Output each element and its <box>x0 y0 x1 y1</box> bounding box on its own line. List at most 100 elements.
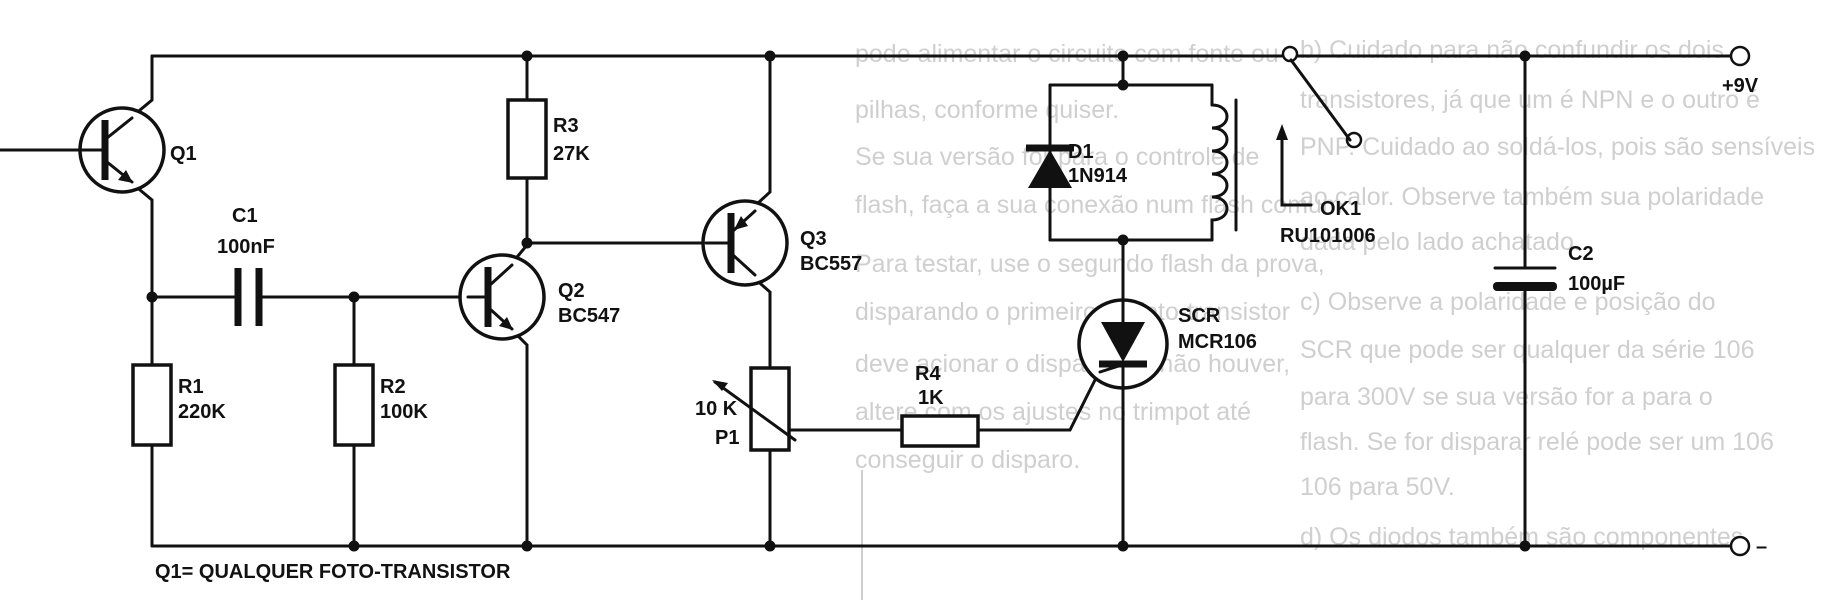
emitter-arrow-icon <box>734 216 748 230</box>
bg-right-line: b) Cuidado para não confundir os dois <box>1300 36 1724 64</box>
r1-value-label: 220K <box>178 401 226 423</box>
c1-value-label: 100nF <box>217 236 275 258</box>
resistor-r3: R3 27K <box>506 98 590 180</box>
r3-ref-label: R3 <box>553 115 579 137</box>
bg-right-line: 106 para 50V. <box>1300 473 1455 501</box>
background-right-column: b) Cuidado para não confundir os dois tr… <box>1300 36 1815 551</box>
transistor-collector-lead <box>731 253 757 277</box>
r3-value-label: 27K <box>553 143 590 165</box>
terminal-circle <box>1729 535 1751 557</box>
transistor-body <box>458 253 546 341</box>
scr-gate-wire <box>976 368 1102 432</box>
junction-dot <box>521 50 533 62</box>
junction-dot <box>1519 50 1531 62</box>
scr-triangle <box>1101 322 1145 362</box>
c1-ref-label: C1 <box>232 205 258 227</box>
positive-terminal: +9V <box>1722 45 1759 97</box>
bg-left-line: pode alimentar o circuito com fonte ou <box>855 40 1279 68</box>
resistor-r1: R1 220K <box>131 363 226 447</box>
bg-left-line: disparando o primeiro. O foto-transistor <box>855 298 1290 326</box>
capacitor-plate-curved <box>1493 282 1557 291</box>
transistor-body <box>78 106 166 194</box>
diode-d1: D1 1N914 <box>1026 141 1128 188</box>
bg-left-line: flash, faça a sua conexão num flash comu… <box>855 191 1350 219</box>
negative-terminal: – <box>1729 535 1767 558</box>
resistor-body <box>333 363 375 447</box>
q2-ref-label: Q2 <box>558 280 585 302</box>
junction-dot <box>521 540 533 552</box>
junction-dot <box>1117 540 1129 552</box>
emitter-arrow-icon <box>499 317 513 330</box>
q1-ref-label: Q1 <box>170 143 197 165</box>
junction-dot <box>521 237 533 249</box>
junction-dot <box>764 540 776 552</box>
background-text: pode alimentar o circuito com fonte ou p… <box>855 36 1815 600</box>
transistor-q3: Q3 BC557 <box>701 199 862 287</box>
junction-dot <box>1117 234 1129 246</box>
bg-right-line: flash. Se for disparar relé pode ser um … <box>1300 428 1774 456</box>
diode-triangle <box>1028 150 1072 188</box>
r2-ref-label: R2 <box>380 376 406 398</box>
emitter-arrow-icon <box>118 170 133 183</box>
relay-coil <box>1210 103 1229 227</box>
bg-right-line: dada pelo lado achatado. <box>1300 228 1581 256</box>
q3-value-label: BC557 <box>800 253 862 275</box>
p1-ref-label: P1 <box>715 427 739 449</box>
junction-dot <box>1117 50 1129 62</box>
bg-left-line: pilhas, conforme quiser. <box>855 96 1119 124</box>
bg-right-line: PNP. Cuidado ao soldá-los, pois são sens… <box>1300 133 1815 161</box>
actuator-arrow-icon <box>1276 124 1288 140</box>
transistor-collector-lead <box>105 116 134 140</box>
bg-right-line: c) Observe a polaridade e posição do <box>1300 288 1716 316</box>
bg-right-line: ao calor. Observe também sua polaridade <box>1300 183 1764 211</box>
junction-dot <box>146 291 158 303</box>
junction-dot <box>1117 79 1129 91</box>
c2-ref-label: C2 <box>1568 243 1594 265</box>
relay-ok1: OK1 RU101006 <box>1210 45 1376 247</box>
relay-value-label: RU101006 <box>1280 225 1376 247</box>
d1-value-label: 1N914 <box>1068 165 1128 187</box>
p1-value-label: 10 K <box>695 398 738 420</box>
bg-right-line: SCR que pode ser qualquer da série 106 <box>1300 336 1754 364</box>
scr-gate-lead <box>1098 362 1127 374</box>
resistor-body <box>900 414 980 448</box>
potentiometer-adjust-arrow <box>713 380 797 442</box>
footnote-label: Q1= QUALQUER FOTO-TRANSISTOR <box>155 561 511 583</box>
r4-value-label: 1K <box>918 387 944 409</box>
terminal-circle <box>1729 45 1751 67</box>
resistor-r4: R4 1K <box>900 363 980 448</box>
junction-dot <box>764 50 776 62</box>
transistor-q1: Q1 <box>78 106 197 194</box>
relay-contact-terminal <box>1345 131 1363 149</box>
junctions <box>146 50 1531 552</box>
relay-actuator-link <box>1280 133 1313 207</box>
q2-emitter-wire <box>506 324 529 548</box>
q3-ref-label: Q3 <box>800 228 827 250</box>
r1-ref-label: R1 <box>178 376 204 398</box>
junction-dot <box>348 540 360 552</box>
transistor-body <box>701 199 789 287</box>
q2-value-label: BC547 <box>558 305 620 327</box>
resistor-body <box>506 98 548 180</box>
scr-ref-label: SCR <box>1178 305 1221 327</box>
potentiometer-body <box>749 366 791 452</box>
positive-terminal-label: +9V <box>1722 75 1759 97</box>
transistor-q2: Q2 BC547 <box>458 253 620 341</box>
capacitor-c2: C2 100µF <box>1493 243 1625 295</box>
bg-left-line: Para testar, use o segundo flash da prov… <box>855 250 1325 278</box>
negative-terminal-label: – <box>1756 536 1767 558</box>
bg-right-line: transistores, já que um é NPN e o outro … <box>1300 86 1760 114</box>
bg-left-line: conseguir o disparo. <box>855 446 1080 474</box>
relay-ref-label: OK1 <box>1320 198 1361 220</box>
thyristor-scr: SCR MCR106 <box>1077 298 1257 390</box>
relay-switch-blade <box>1289 58 1352 142</box>
r2-value-label: 100K <box>380 401 428 423</box>
r4-ref-label: R4 <box>915 363 941 385</box>
c2-value-label: 100µF <box>1568 273 1625 295</box>
d1-ref-label: D1 <box>1068 141 1094 163</box>
bg-right-line: para 300V se sua versão for a para o <box>1300 383 1713 411</box>
resistor-r2: R2 100K <box>333 363 428 447</box>
background-left-column: pode alimentar o circuito com fonte ou p… <box>855 40 1350 474</box>
junction-dot <box>1519 540 1531 552</box>
